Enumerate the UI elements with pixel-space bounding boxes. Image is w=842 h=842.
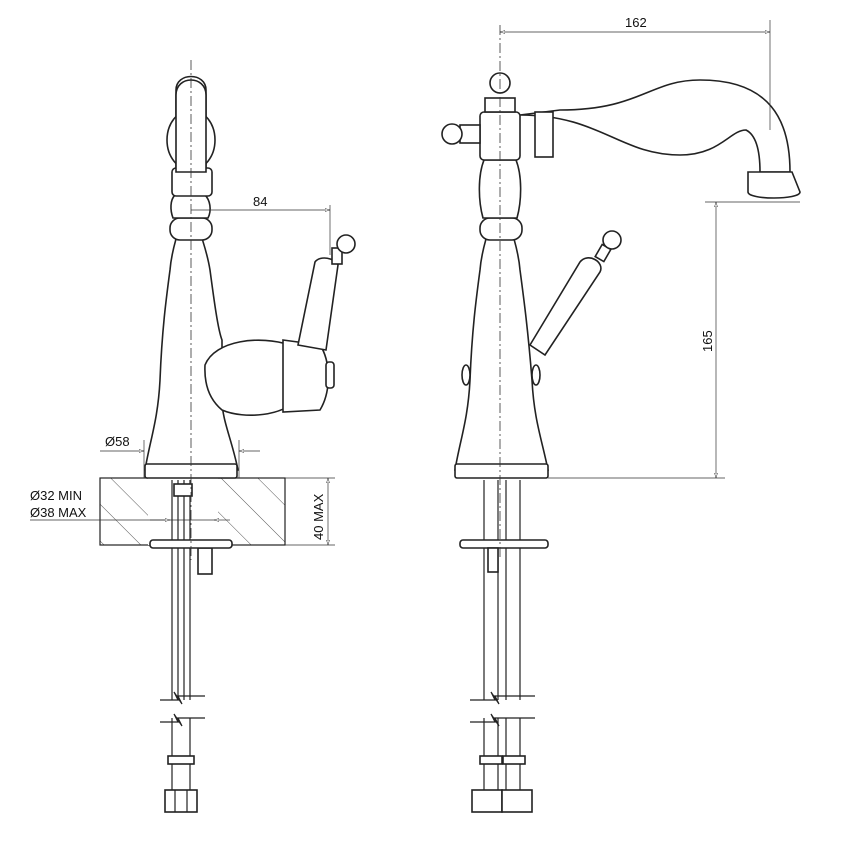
supply-pipes-side [459, 480, 549, 813]
faucet-body-side [441, 72, 801, 479]
dim-label-84: 84 [253, 194, 267, 209]
side-view: 162 165 [441, 15, 801, 813]
dimension-84: 84 [191, 194, 331, 255]
supply-pipes [149, 480, 233, 813]
dimension-hole-diameter: Ø32 MIN Ø38 MAX [30, 488, 230, 520]
dim-label-base-diameter: Ø58 [105, 434, 130, 449]
dimension-deck-thickness: 40 MAX [285, 477, 335, 546]
faucet-body-front [144, 75, 356, 479]
dim-label-hole-max: Ø38 MAX [30, 505, 87, 520]
dimension-base-diameter: Ø58 [100, 434, 260, 478]
front-view: 84 Ø58 Ø32 MIN Ø38 MAX 40 MAX [30, 60, 356, 813]
dim-label-165: 165 [700, 330, 715, 352]
dim-label-162: 162 [625, 15, 647, 30]
dimension-162: 162 [500, 15, 771, 130]
dim-label-deck-thickness: 40 MAX [311, 493, 326, 540]
dimension-165: 165 [548, 201, 800, 479]
dim-label-hole-min: Ø32 MIN [30, 488, 82, 503]
